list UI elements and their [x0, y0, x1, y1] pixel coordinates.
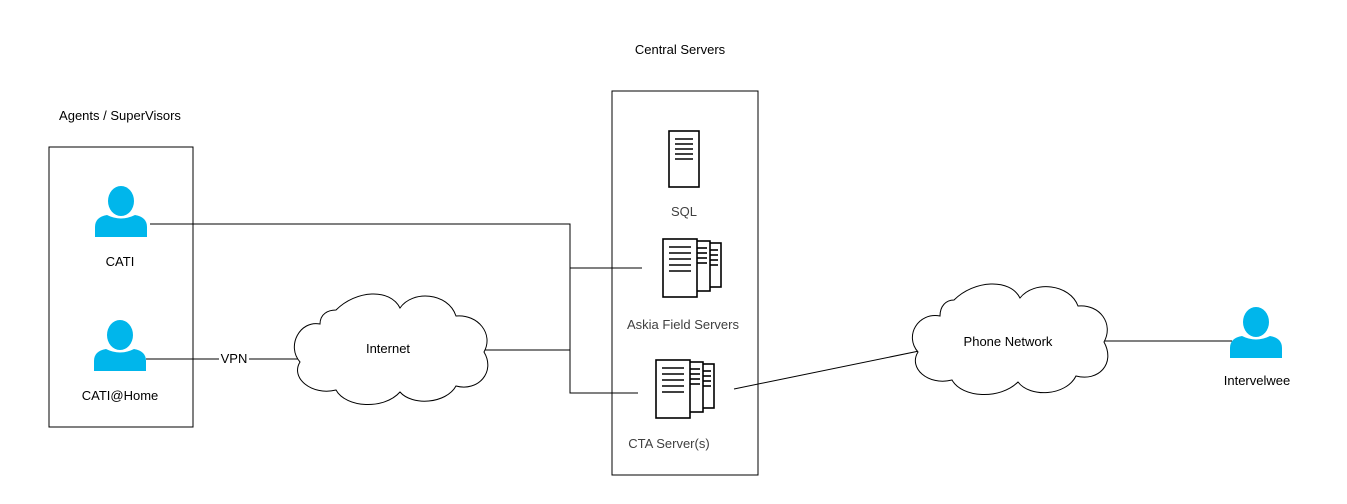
vpn-label-bg — [219, 351, 249, 367]
sql-server-icon — [668, 130, 700, 188]
internet-label: Internet — [366, 341, 410, 356]
cati-home-label: CATI@Home — [82, 388, 159, 403]
agents-group-box — [48, 146, 194, 428]
cta-servers-icon — [655, 359, 715, 419]
central-servers-box — [611, 90, 759, 476]
askia-field-servers-label: Askia Field Servers — [627, 317, 739, 332]
phone-network-label: Phone Network — [964, 334, 1053, 349]
agents-group-label: Agents / SuperVisors — [59, 108, 181, 123]
cta-to-phone-connector — [733, 349, 925, 390]
internet-to-servers-connector — [480, 268, 638, 394]
cati-home-person-icon — [94, 320, 146, 371]
cati-person-icon — [95, 186, 147, 237]
interviewee-person-icon — [1230, 307, 1282, 358]
central-servers-label: Central Servers — [635, 42, 726, 57]
vpn-label: VPN — [221, 351, 248, 366]
interviewee-label: Intervelwee — [1224, 373, 1290, 388]
internet-cloud-icon — [294, 293, 489, 405]
sql-label: SQL — [671, 204, 697, 219]
cta-servers-label: CTA Server(s) — [628, 436, 709, 451]
askia-field-servers-icon — [662, 238, 722, 298]
cati-to-servers-connector — [150, 223, 642, 269]
phone-network-cloud-icon — [912, 283, 1109, 395]
cati-label: CATI — [106, 254, 135, 269]
